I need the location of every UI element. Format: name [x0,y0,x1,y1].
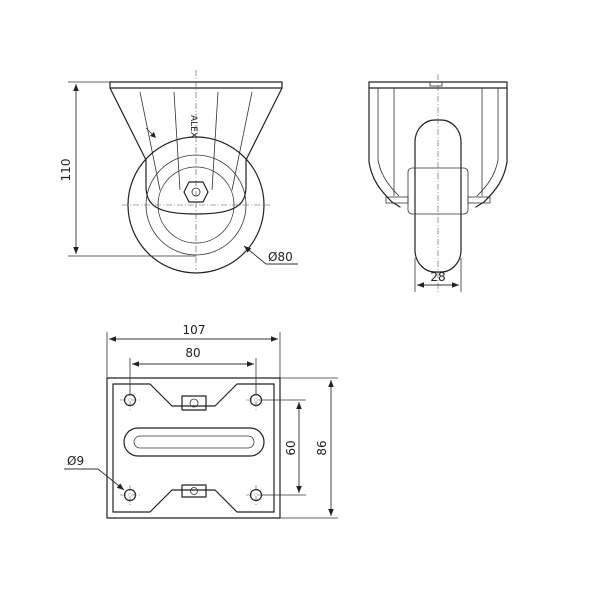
bolt-head-bottom [181,484,207,498]
front-view: 28 [368,74,508,292]
brand-text: ALEX [188,115,198,138]
plate-rib-outline [112,383,275,513]
fork-right [475,87,508,208]
diameter-leader [243,245,267,265]
plate-view: 107 80 60 86 Ø9 [64,323,338,519]
hole-diameter-label: Ø9 [67,454,84,468]
plate-width-label: 107 [183,323,206,337]
center-slot [123,427,265,457]
hole-diameter-leader [97,468,125,491]
axle-nut [183,181,209,203]
hole-spacing-y-label: 60 [284,440,298,455]
wheel-width-label: 28 [430,270,445,284]
height-label: 110 [59,159,73,182]
hole-spacing-x-label: 80 [185,346,200,360]
fork-left [368,87,401,208]
bolt-head-top [181,395,207,411]
side-view: ALEX 110 Ø80 [59,70,298,274]
plate-length-label: 86 [315,440,329,455]
wheel-diameter-label: Ø80 [268,250,293,264]
mounting-plate [106,377,281,519]
